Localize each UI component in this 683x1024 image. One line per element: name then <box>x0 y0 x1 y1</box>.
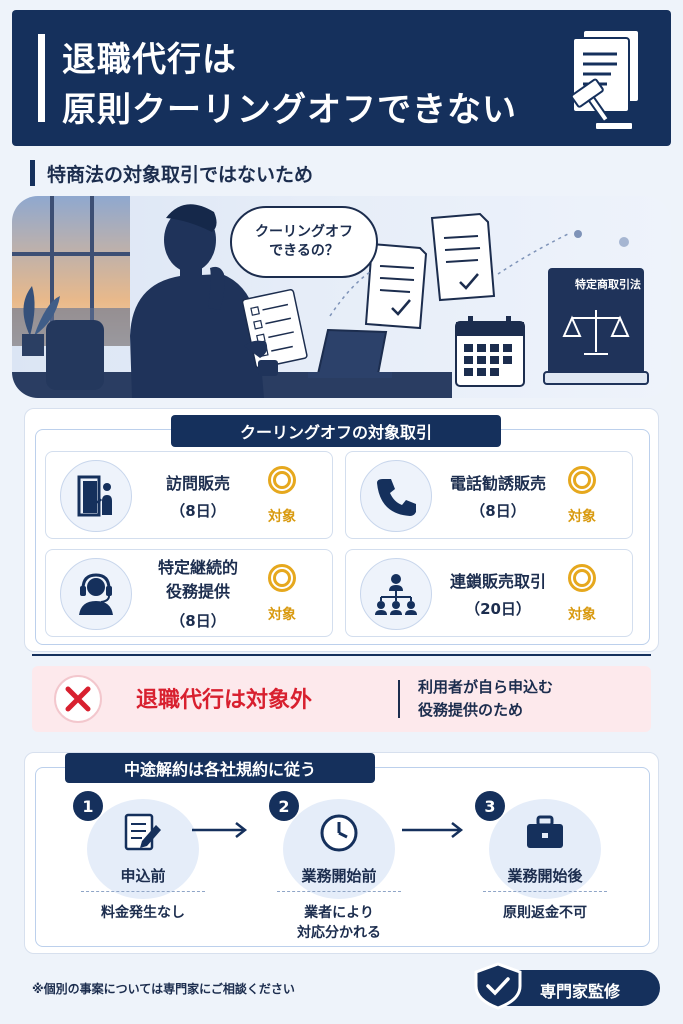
law-book-label: 特定商取引法 <box>575 278 641 291</box>
coverage-period: （20日） <box>465 600 531 618</box>
exclusion-reason-line1: 利用者が自ら申込む <box>418 678 554 696</box>
footer-note: ※個別の事案については専門家にご相談ください <box>32 982 295 996</box>
double-circle-icon <box>268 564 296 592</box>
double-circle-icon <box>268 466 296 494</box>
coverage-status: 対象 <box>568 509 596 525</box>
arrow-right-icon <box>192 822 248 838</box>
document-pen-icon <box>124 813 161 851</box>
clock-icon <box>320 814 358 852</box>
step-label: 申込前 <box>120 867 166 885</box>
step-result-line1: 原則返金不可 <box>503 905 587 921</box>
coverage-name: 連鎖販売取引 <box>449 572 546 591</box>
question-speech-bubble: クーリングオフ できるの？ <box>230 206 378 278</box>
coverage-card-multilevel-marketing: 連鎖販売取引 （20日） 対象 <box>345 549 633 637</box>
coverage-name-line2: 役務提供 <box>165 582 230 601</box>
step-dashed-line <box>81 891 205 892</box>
coverage-status: 対象 <box>268 509 296 525</box>
coverage-name: 特定継続的 <box>157 558 238 577</box>
coverage-period: （8日） <box>170 612 226 630</box>
shield-check-icon <box>474 962 522 1010</box>
exclusion-label: 退職代行は対象外 <box>136 688 313 713</box>
page-title-line1: 退職代行は <box>62 40 237 80</box>
step-result-line2: 対応分かれる <box>297 925 381 942</box>
step-label: 業務開始後 <box>507 867 583 885</box>
step-dashed-line <box>277 891 401 892</box>
section-subtitle: 特商法の対象取引ではないため <box>30 158 313 188</box>
door-person-icon <box>77 475 112 517</box>
cross-mark <box>65 686 91 712</box>
coverage-period: （8日） <box>170 502 226 520</box>
subtitle-accent-bar <box>30 160 35 186</box>
step-result: 料金発生なし <box>67 903 219 923</box>
badge-label: 専門家監修 <box>540 982 621 1001</box>
step-result: 原則返金不可 <box>469 903 621 923</box>
network-people-icon <box>375 574 417 615</box>
exclusion-reason-line2: 役務提供のため <box>418 701 524 720</box>
coverage-icon-circle <box>360 558 432 630</box>
cooling-off-coverage-panel: クーリングオフの対象取引 訪問販売 （8日） 対象 電話勧誘販売 （8日） 対象 <box>24 408 659 652</box>
coverage-title: クーリングオフの対象取引 <box>171 415 501 447</box>
bubble-text-line1: クーリングオフ <box>255 224 353 241</box>
phone-icon <box>377 479 416 516</box>
coverage-status: 対象 <box>568 607 596 623</box>
expert-supervised-badge: 専門家監修 <box>470 962 660 1010</box>
double-circle-icon <box>568 466 596 494</box>
header-accent-bar <box>38 34 45 122</box>
header-banner: 退職代行は 原則クーリングオフできない <box>12 10 671 146</box>
coverage-icon-circle <box>60 558 132 630</box>
coverage-status: 対象 <box>268 607 296 623</box>
coverage-card-phone-sales: 電話勧誘販売 （8日） 対象 <box>345 451 633 539</box>
flow-step-2: 2 業務開始前 業者により 対応分かれる <box>263 755 413 941</box>
coverage-name: 訪問販売 <box>165 474 230 493</box>
step-label: 業務開始前 <box>301 867 377 885</box>
flow-title: 中途解約は各社規約に従う <box>65 753 375 783</box>
step-result: 業者により 対応分かれる <box>263 903 415 944</box>
flow-step-1: 1 申込前 料金発生なし <box>67 755 217 921</box>
step-number: 2 <box>269 791 299 821</box>
bubble-text-line2: できるの？ <box>269 243 339 259</box>
document-gavel-icon <box>570 29 640 131</box>
coverage-card-door-to-door: 訪問販売 （8日） 対象 <box>45 451 333 539</box>
step-dashed-line <box>483 891 607 892</box>
scene-illustration: クーリングオフ できるの？ 特定商取引法 <box>12 196 671 398</box>
exclusion-separator <box>398 680 400 718</box>
coverage-icon-circle <box>360 460 432 532</box>
double-circle-icon <box>568 564 596 592</box>
headset-operator-icon <box>79 573 113 615</box>
cancellation-flow-panel: 中途解約は各社規約に従う 1 申込前 料金発生なし 2 業務開始前 業者により … <box>24 752 659 954</box>
subtitle-text: 特商法の対象取引ではないため <box>47 163 314 186</box>
arrow-right-icon <box>402 822 464 838</box>
step-result-line1: 料金発生なし <box>101 905 185 921</box>
flow-step-3: 3 業務開始後 原則返金不可 <box>469 755 619 921</box>
scene-drawing <box>12 196 649 398</box>
page-title-line2: 原則クーリングオフできない <box>62 90 517 130</box>
cross-icon <box>54 675 102 723</box>
briefcase-icon <box>527 815 563 848</box>
coverage-card-specified-continuous-service: 特定継続的 役務提供 （8日） 対象 <box>45 549 333 637</box>
coverage-period: （8日） <box>470 502 526 520</box>
coverage-name: 電話勧誘販売 <box>449 474 546 493</box>
coverage-icon-circle <box>60 460 132 532</box>
section-divider <box>32 654 651 656</box>
exclusion-reason: 利用者が自ら申込む 役務提供のため <box>418 676 553 723</box>
step-number: 3 <box>475 791 505 821</box>
exclusion-banner: 退職代行は対象外 利用者が自ら申込む 役務提供のため <box>32 666 651 732</box>
step-result-line1: 業者により <box>304 905 374 921</box>
step-number: 1 <box>73 791 103 821</box>
